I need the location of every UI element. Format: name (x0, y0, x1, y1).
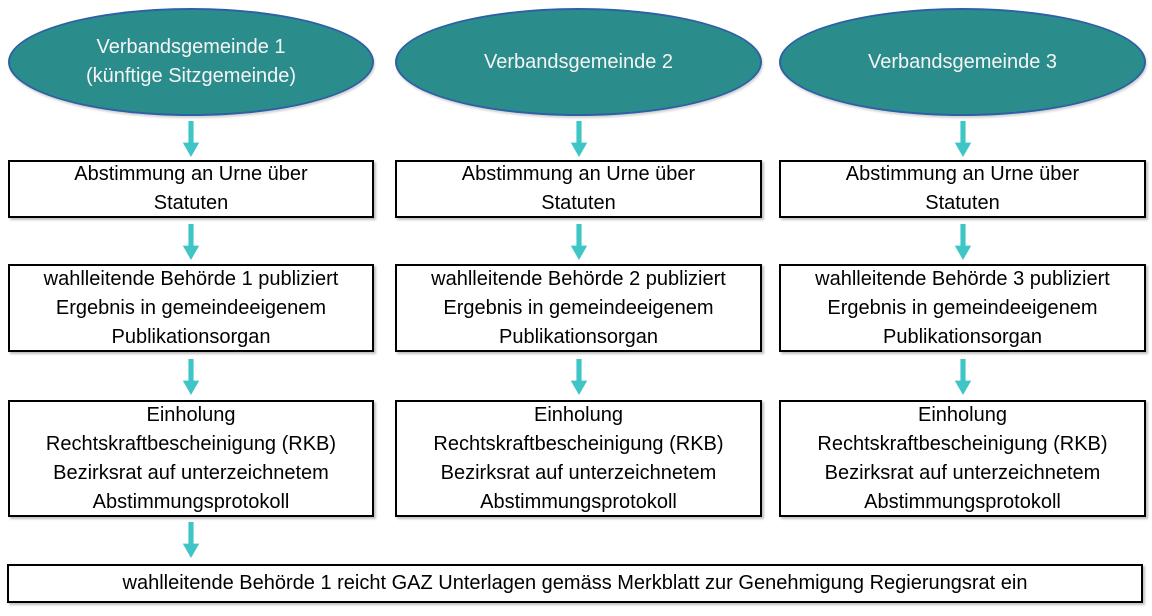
down-arrow-icon (568, 224, 590, 260)
column-verbandsgemeinde-1: Verbandsgemeinde 1 (künftige Sitzgemeind… (8, 0, 374, 616)
down-arrow-icon (180, 359, 202, 395)
ellipse-verbandsgemeinde-2: Verbandsgemeinde 2 (395, 8, 762, 116)
ellipse-verbandsgemeinde-3: Verbandsgemeinde 3 (779, 8, 1146, 116)
down-arrow-icon (952, 121, 974, 157)
box-rkb-bezirksrat-2: Einholung Rechtskraftbescheinigung (RKB)… (395, 400, 762, 517)
box-publish-result-3: wahlleitende Behörde 3 publiziert Ergebn… (779, 264, 1146, 352)
box-urn-vote-statutes-2: Abstimmung an Urne über Statuten (395, 160, 762, 218)
column-verbandsgemeinde-2: Verbandsgemeinde 2 Abstimmung an Urne üb… (395, 0, 762, 616)
down-arrow-icon (180, 522, 202, 558)
ellipse-verbandsgemeinde-1: Verbandsgemeinde 1 (künftige Sitzgemeind… (8, 8, 374, 116)
down-arrow-icon (952, 359, 974, 395)
down-arrow-icon (180, 121, 202, 157)
box-publish-result-2: wahlleitende Behörde 2 publiziert Ergebn… (395, 264, 762, 352)
box-rkb-bezirksrat-3: Einholung Rechtskraftbescheinigung (RKB)… (779, 400, 1146, 517)
box-final-gaz-submission: wahlleitende Behörde 1 reicht GAZ Unterl… (7, 564, 1143, 603)
down-arrow-icon (952, 224, 974, 260)
down-arrow-icon (568, 359, 590, 395)
box-urn-vote-statutes-1: Abstimmung an Urne über Statuten (8, 160, 374, 218)
down-arrow-icon (180, 224, 202, 260)
box-rkb-bezirksrat-1: Einholung Rechtskraftbescheinigung (RKB)… (8, 400, 374, 517)
box-publish-result-1: wahlleitende Behörde 1 publiziert Ergebn… (8, 264, 374, 352)
column-verbandsgemeinde-3: Verbandsgemeinde 3 Abstimmung an Urne üb… (779, 0, 1146, 616)
down-arrow-icon (568, 121, 590, 157)
box-urn-vote-statutes-3: Abstimmung an Urne über Statuten (779, 160, 1146, 218)
